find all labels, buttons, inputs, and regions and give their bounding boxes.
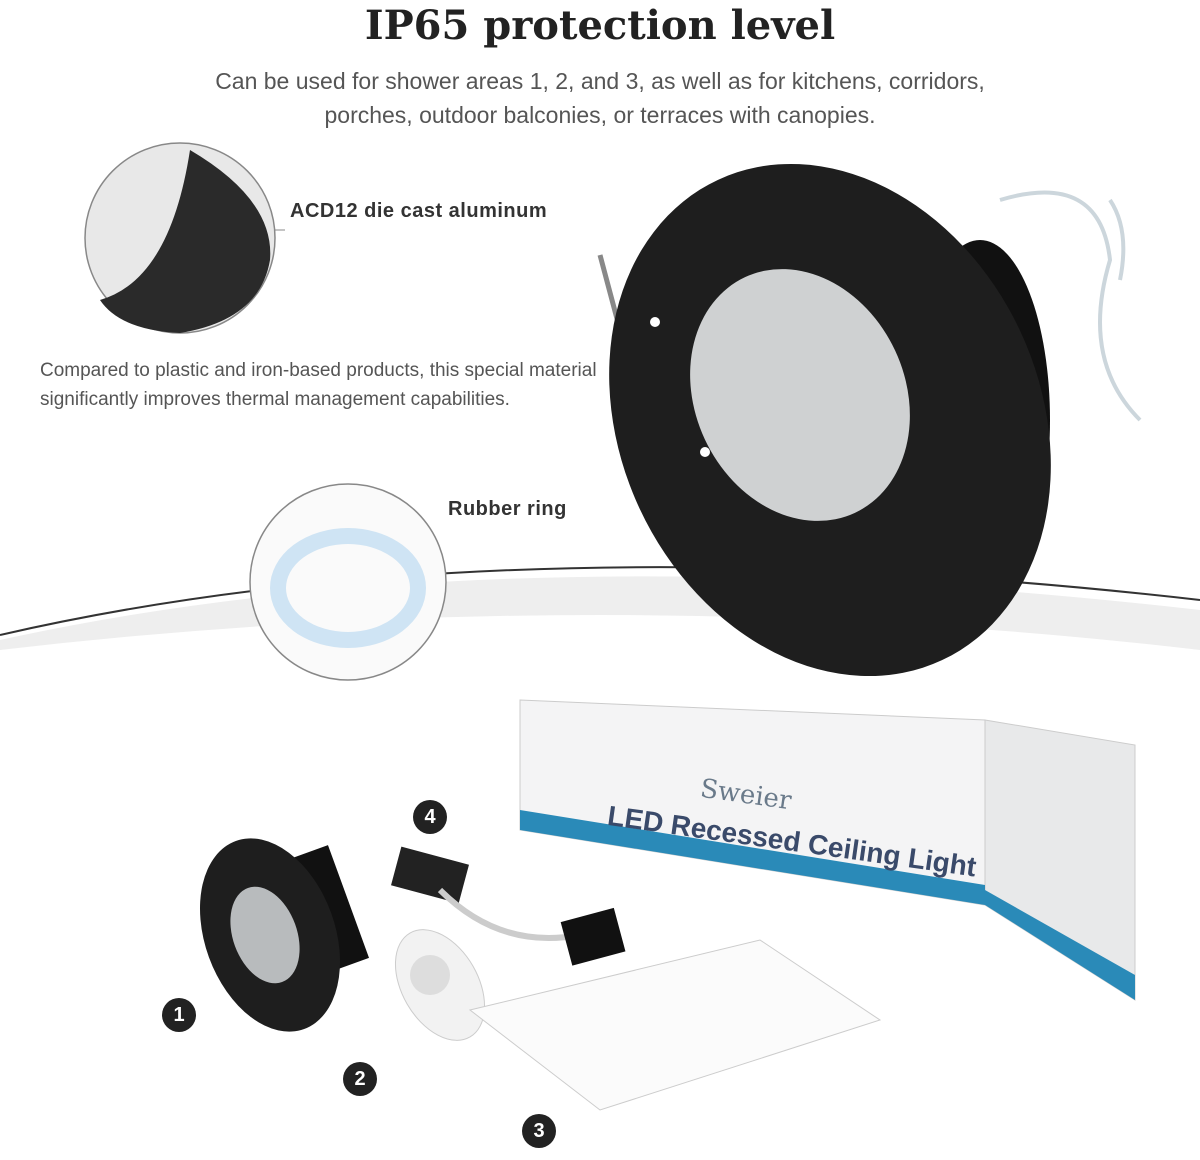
- downlight-fixture-large: [597, 163, 1051, 677]
- gu10-bulb: [394, 929, 486, 1041]
- downlight-fixture-small: [199, 838, 370, 1032]
- part-number-2: 2: [343, 1062, 377, 1096]
- instruction-manual: [468, 939, 882, 1111]
- subtitle: Can be used for shower areas 1, 2, and 3…: [100, 64, 1100, 132]
- material-label: ACD12 die cast aluminum: [290, 200, 548, 222]
- subtitle-line-1: Can be used for shower areas 1, 2, and 3…: [215, 68, 985, 94]
- part-number-1: 1: [162, 998, 196, 1032]
- material-description: Compared to plastic and iron-based produ…: [40, 360, 597, 410]
- gu10-socket-cable: [391, 846, 626, 966]
- rubber-ring-label: Rubber ring: [448, 498, 567, 520]
- material-closeup-icon: [84, 142, 276, 334]
- package-box: [519, 699, 1136, 1001]
- rubber-ring-icon: [249, 483, 447, 681]
- subtitle-line-2: porches, outdoor balconies, or terraces …: [324, 102, 876, 128]
- page-title: IP65 protection level: [364, 2, 836, 49]
- water-splash-icon: [999, 190, 1142, 422]
- part-number-4: 4: [413, 800, 447, 834]
- part-number-3: 3: [522, 1114, 556, 1148]
